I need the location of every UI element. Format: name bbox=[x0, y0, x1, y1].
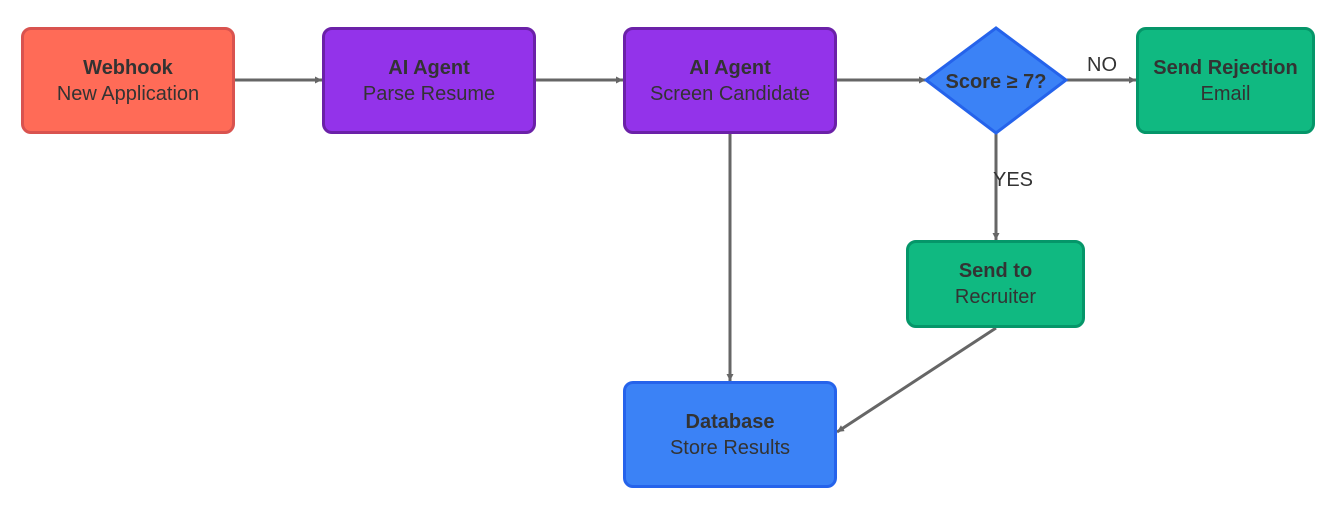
edge-recruiter-to-database bbox=[836, 326, 997, 434]
node-subtitle: New Application bbox=[56, 82, 200, 105]
node-title: AI Agent bbox=[689, 56, 771, 79]
node-send-rejection-email: Send Rejection Email bbox=[1136, 27, 1315, 134]
decision-score-label: Score ≥ 7? bbox=[945, 70, 1047, 93]
edge-label-yes: YES bbox=[993, 169, 1034, 191]
node-database-store-results: Database Store Results bbox=[623, 381, 837, 488]
node-title: AI Agent bbox=[388, 56, 470, 79]
node-title: Send to bbox=[958, 260, 1033, 282]
edge-label-no: NO bbox=[1087, 54, 1117, 76]
node-subtitle: Recruiter bbox=[954, 286, 1037, 308]
node-webhook-new-application: Webhook New Application bbox=[21, 27, 235, 134]
node-subtitle: Screen Candidate bbox=[649, 82, 811, 105]
node-subtitle: Email bbox=[1200, 82, 1251, 105]
decision-diamond bbox=[923, 26, 1069, 135]
node-send-to-recruiter: Send to Recruiter bbox=[906, 240, 1085, 328]
node-subtitle: Parse Resume bbox=[362, 82, 496, 105]
node-subtitle: Store Results bbox=[669, 436, 791, 459]
node-ai-agent-parse-resume: AI Agent Parse Resume bbox=[322, 27, 536, 134]
node-title: Database bbox=[685, 410, 775, 433]
node-title: Webhook bbox=[83, 56, 173, 79]
node-ai-agent-screen-candidate: AI Agent Screen Candidate bbox=[623, 27, 837, 134]
node-title: Send Rejection bbox=[1153, 56, 1298, 79]
